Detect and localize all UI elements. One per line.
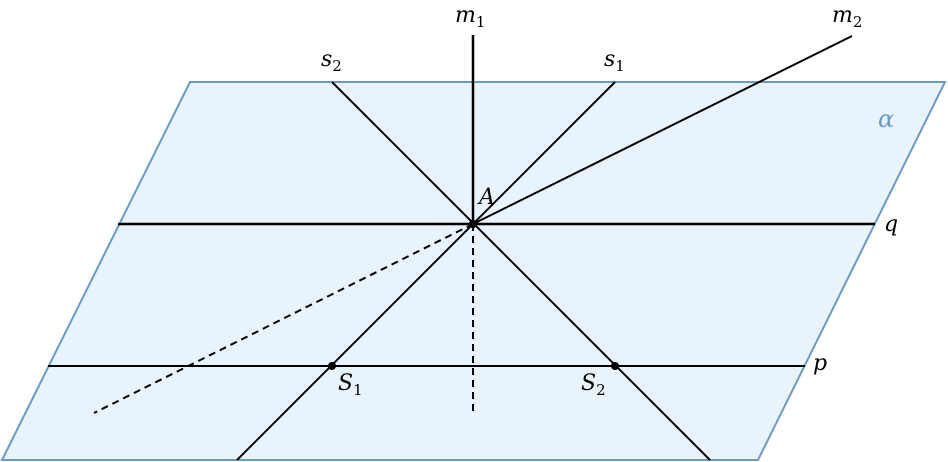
label-big-s2-main: S [581,371,596,396]
label-alpha: α [878,105,894,133]
point-s2 [611,362,619,370]
label-s1-main: s [604,47,615,72]
label-s2-sub: 2 [332,57,342,75]
label-p: p [813,351,827,376]
label-s1-sub: 1 [615,57,625,75]
line-s1 [236,81,616,461]
label-s2: s2 [321,47,342,75]
label-big-s1-main: S [338,371,353,396]
line-s2 [331,81,711,461]
line-m2-hidden-part [93,223,474,414]
label-big-s1: S1 [338,371,363,399]
label-m2: m2 [832,3,862,31]
label-a: A [477,185,495,210]
label-m2-main: m [832,3,853,28]
point-a [469,220,477,228]
line-m2 [472,35,853,225]
label-m1-main: m [455,3,476,28]
point-s1 [328,362,336,370]
label-m2-sub: 2 [853,13,863,31]
label-big-s1-sub: 1 [353,381,363,399]
label-s1: s1 [604,47,625,75]
label-m1-sub: 1 [476,13,486,31]
label-q: q [884,212,898,237]
label-m1: m1 [455,3,485,31]
label-s2-main: s [321,47,332,72]
label-big-s2-sub: 2 [596,381,606,399]
label-big-s2: S2 [581,371,606,399]
